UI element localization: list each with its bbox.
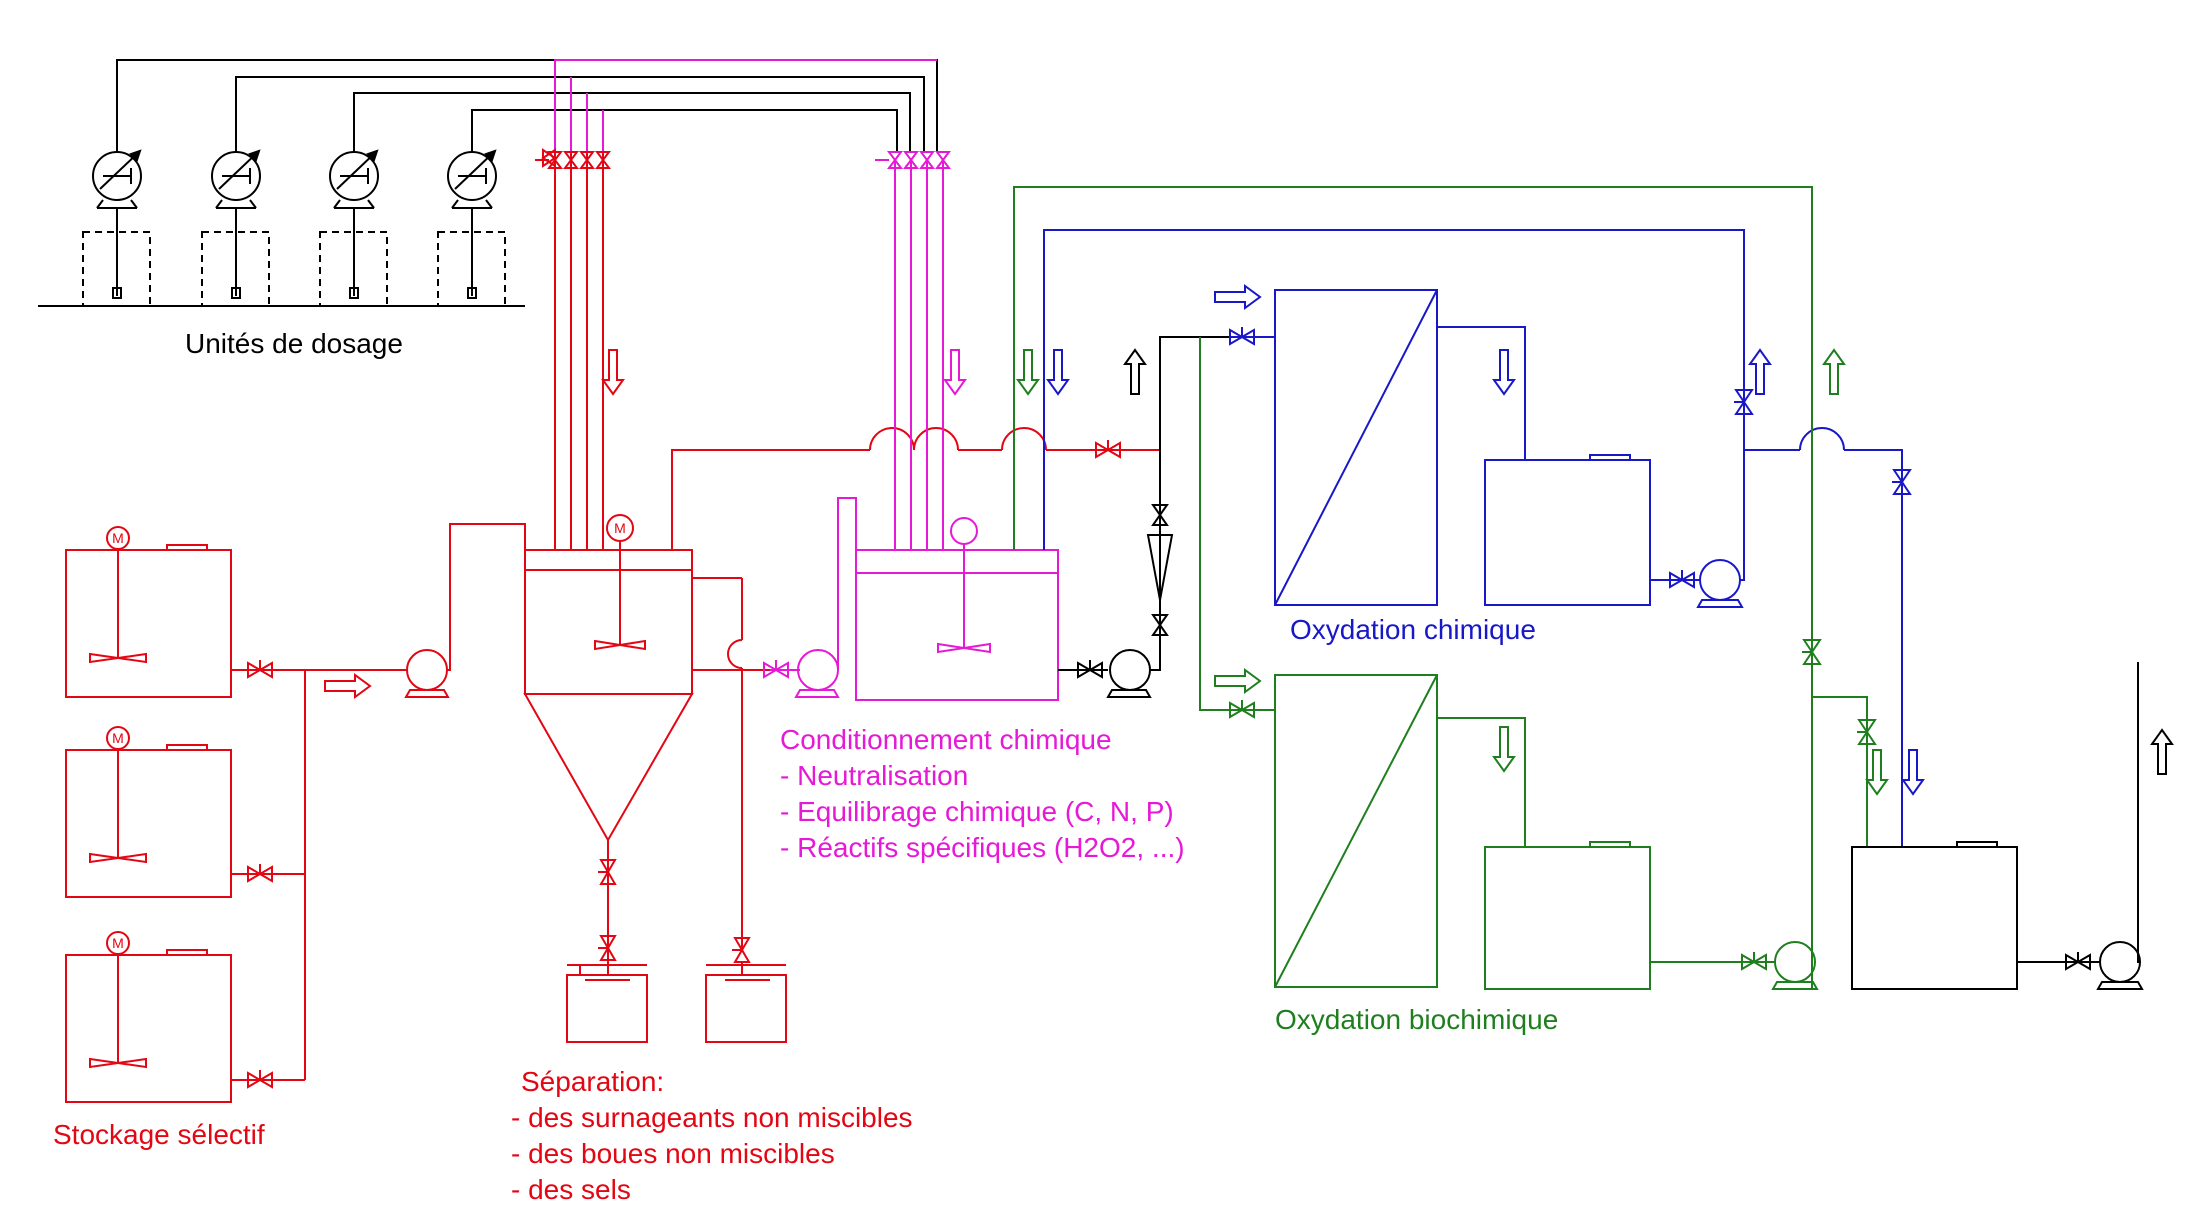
dosing-pump-1 — [82, 149, 151, 307]
separation-item: - des sels — [511, 1174, 631, 1205]
storage-label: Stockage sélectif — [53, 1119, 265, 1150]
separation-item: - des boues non miscibles — [511, 1138, 835, 1169]
transfer-pump — [1058, 336, 1230, 698]
conditioning-item: - Réactifs spécifiques (H2O2, ...) — [780, 832, 1185, 863]
dosing-units-label: Unités de dosage — [185, 328, 403, 359]
final-tank — [1851, 662, 2174, 990]
conditioning-title: Conditionnement chimique — [780, 724, 1112, 755]
chemical-oxidation-label: Oxydation chimique — [1290, 614, 1536, 645]
separator-vessel — [523, 427, 1160, 1043]
storage-tank-1 — [65, 526, 232, 698]
storage-tank-2 — [65, 726, 232, 898]
dosing-units — [38, 59, 938, 307]
conditioning-item: - Equilibrage chimique (C, N, P) — [780, 796, 1174, 827]
conditioning-label: Conditionnement chimique - Neutralisatio… — [780, 722, 1185, 866]
svg-text:M: M — [112, 530, 124, 546]
separation-item: - des surnageants non miscibles — [511, 1102, 913, 1133]
motor-labels: M M M M — [112, 520, 626, 951]
separation-title: Séparation: — [521, 1066, 665, 1097]
biochemical-oxidation-unit — [1013, 186, 1889, 990]
svg-text:M: M — [614, 520, 626, 536]
dosing-lines-pink — [554, 59, 937, 152]
svg-text:M: M — [112, 935, 124, 951]
conditioning-item: - Neutralisation — [780, 760, 969, 791]
dosing-pump-2 — [201, 149, 270, 307]
dosing-pump-4 — [437, 149, 506, 307]
conditioning-reactor — [763, 151, 1059, 701]
biochemical-oxidation-label: Oxydation biochimique — [1275, 1004, 1559, 1035]
svg-text:M: M — [112, 730, 124, 746]
dosing-pump-3 — [319, 149, 388, 307]
separation-label: Séparation: - des surnageants non miscib… — [511, 1064, 913, 1208]
chemical-oxidation-unit — [1043, 229, 1925, 847]
separation-dosing-lines — [535, 148, 625, 550]
storage-tank-3 — [65, 931, 232, 1103]
storage-piping — [231, 523, 526, 1089]
